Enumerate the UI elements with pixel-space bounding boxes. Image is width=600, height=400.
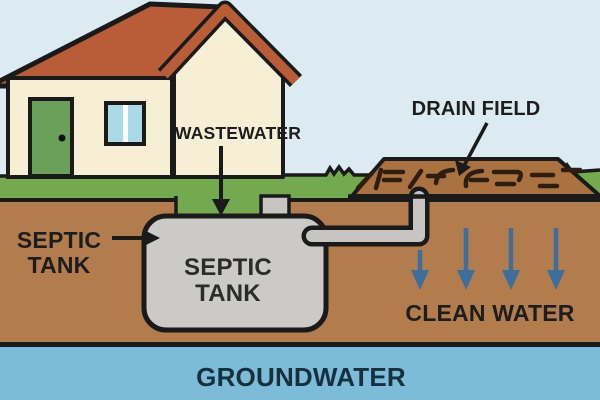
wastewater-flow-arrow-icon: [212, 146, 230, 216]
drain-field: [350, 157, 600, 198]
clean-water-arrows: [411, 228, 565, 290]
septic-tank: [141, 213, 329, 333]
groundwater-label: GROUNDWATER: [196, 362, 406, 392]
septic-tank-callout-line2: TANK: [28, 252, 91, 278]
outlet-pipe: [306, 191, 425, 242]
clean-water-arrow-icon: [547, 228, 565, 290]
gable-roof: [160, 4, 300, 85]
clean-water-label: CLEAN WATER: [405, 300, 574, 326]
door-knob: [58, 134, 66, 142]
drain-field-label: DRAIN FIELD: [412, 98, 541, 120]
septic-tank-callout-line1: SEPTIC: [17, 227, 101, 253]
septic-tank-pointer-arrow-icon: [112, 230, 160, 246]
septic-tank-callout: SEPTIC TANK: [17, 227, 160, 278]
drain-field-trenches: [355, 167, 583, 191]
tank-label-line2: TANK: [195, 280, 261, 307]
house: [0, 0, 303, 179]
clean-water-arrow-icon: [502, 228, 520, 290]
drain-field-pointer-arrow-icon: [455, 122, 489, 176]
door: [28, 97, 74, 178]
groundwater-layer: [0, 347, 600, 400]
clean-water-arrow-icon: [457, 228, 475, 290]
wastewater-label: WASTEWATER: [175, 123, 301, 143]
tank-label-line1: SEPTIC: [184, 254, 272, 281]
clean-water-arrow-icon: [411, 250, 429, 290]
